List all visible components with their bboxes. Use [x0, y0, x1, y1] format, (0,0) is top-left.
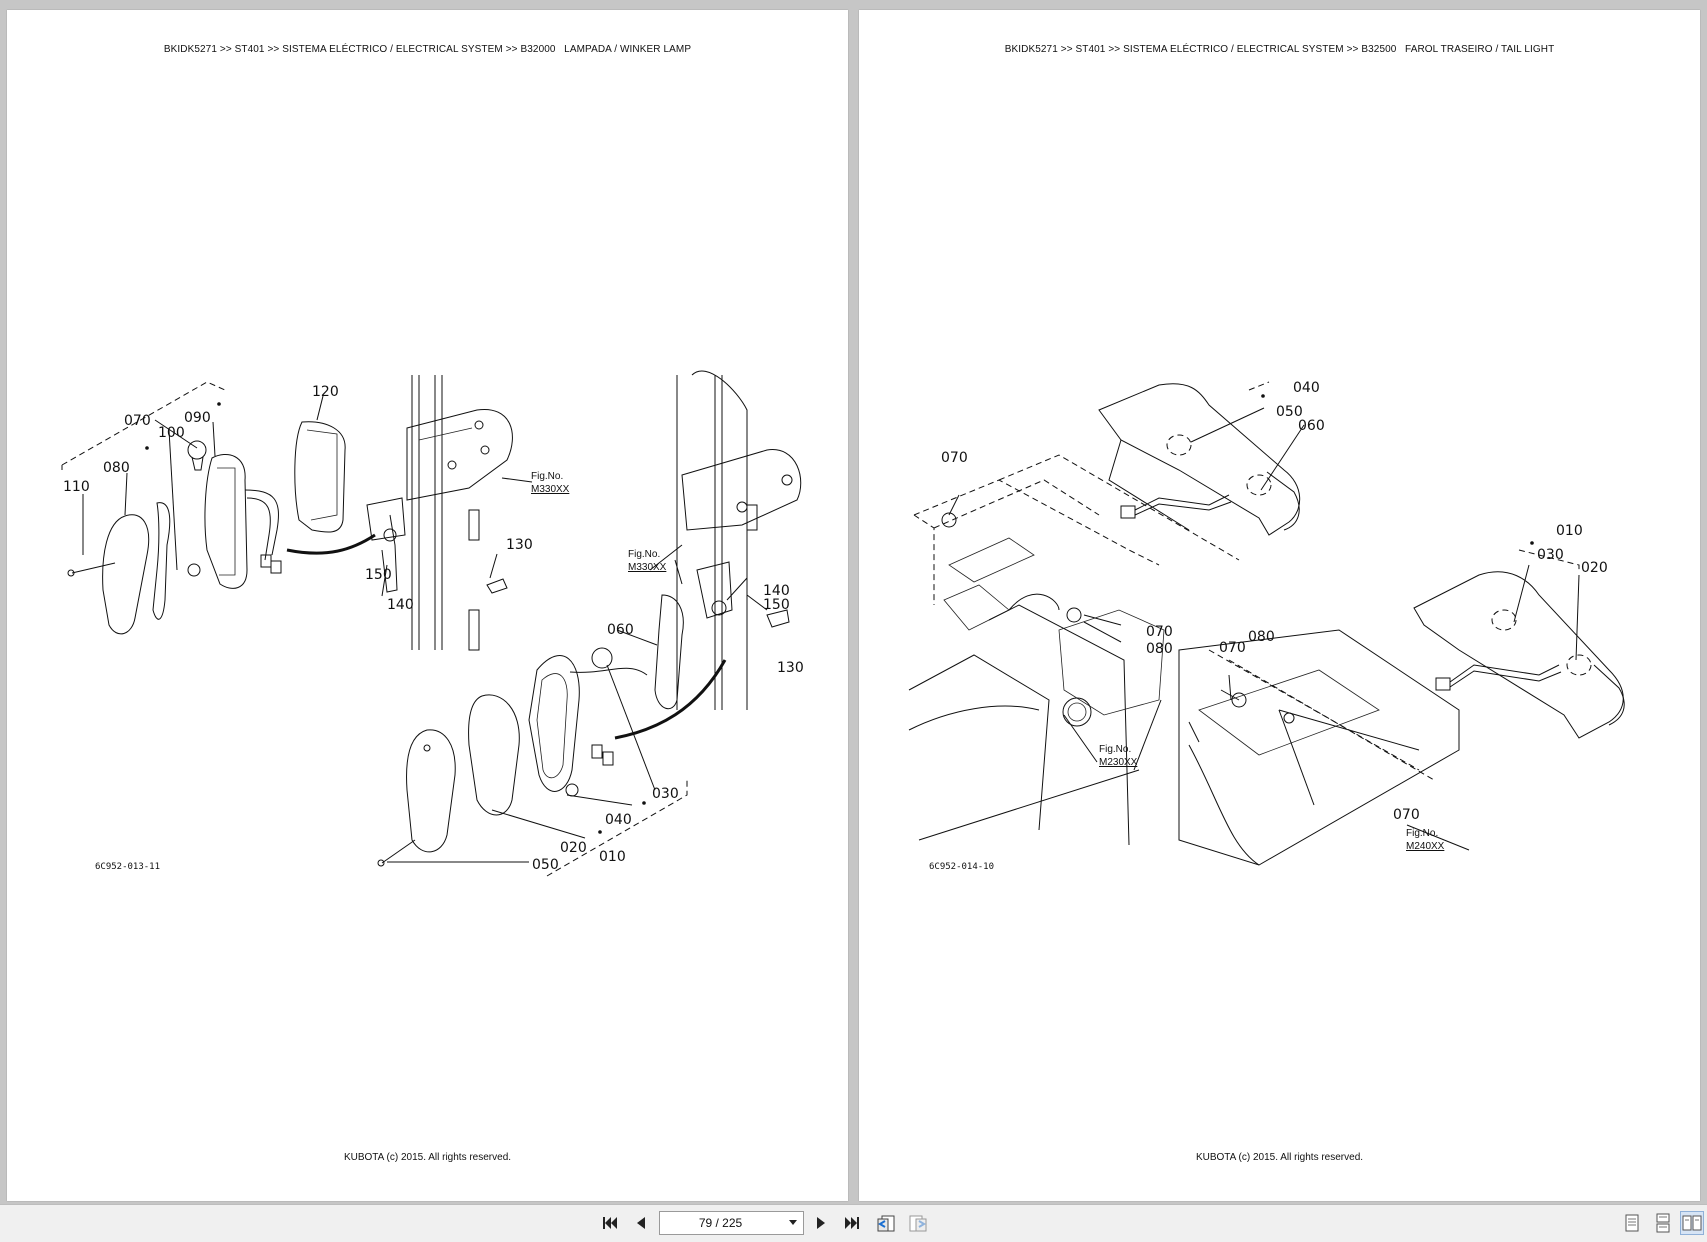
callout-080: 080	[103, 460, 130, 476]
left-lamp-assembly	[61, 381, 376, 635]
page-indicator: 79 / 225	[698, 1216, 743, 1230]
callout-050: 050	[532, 857, 559, 873]
callout-040: 040	[1293, 380, 1320, 396]
go-back-view-button[interactable]	[874, 1211, 898, 1235]
callout-020: 020	[1581, 560, 1608, 576]
callout-070: 070	[941, 450, 968, 466]
callout-140: 140	[387, 597, 414, 613]
two-page-view-button[interactable]	[1680, 1211, 1704, 1235]
chevron-down-icon	[789, 1220, 797, 1225]
callout-100: 100	[158, 425, 185, 441]
page-footer: KUBOTA (c) 2015. All rights reserved.	[343, 1152, 512, 1163]
callout-070: 070	[1146, 624, 1173, 640]
upper-tail-light	[1098, 381, 1305, 536]
two-page-view-icon	[1682, 1215, 1702, 1231]
callout-090: 090	[184, 410, 211, 426]
document-viewer[interactable]: BKIDK5271 >> ST401 >> SISTEMA ELÉCTRICO …	[0, 0, 1707, 1204]
callout-010: 010	[1556, 523, 1583, 539]
callout-110: 110	[63, 479, 90, 495]
figure-code: 6C952-014-10	[929, 862, 995, 872]
callout-150: 150	[763, 597, 790, 613]
callout-080: 080	[1248, 629, 1275, 645]
callout-070: 070	[1393, 807, 1420, 823]
page-tail-light: BKIDK5271 >> ST401 >> SISTEMA ELÉCTRICO …	[859, 10, 1700, 1201]
mounting-frame-left	[366, 375, 533, 651]
page-footer: KUBOTA (c) 2015. All rights reserved.	[1195, 1152, 1364, 1163]
fig-ref-code: M330XX	[628, 562, 667, 573]
callout-130: 130	[506, 537, 533, 553]
callout-020: 020	[560, 840, 587, 856]
callout-030: 030	[652, 786, 679, 802]
right-lamp-assembly	[377, 370, 802, 877]
first-page-button[interactable]	[598, 1211, 622, 1235]
fig-ref-label: Fig.No.	[531, 471, 563, 482]
callout-050: 050	[1276, 404, 1303, 420]
navigation-toolbar: 79 / 225	[0, 1204, 1707, 1242]
callout-010: 010	[599, 849, 626, 865]
cab-body	[908, 454, 1470, 866]
go-forward-view-button[interactable]	[906, 1211, 930, 1235]
continuous-view-button[interactable]	[1651, 1211, 1675, 1235]
lower-tail-light	[1413, 541, 1625, 739]
page-number-dropdown[interactable]: 79 / 225	[659, 1211, 804, 1235]
single-page-view-icon	[1625, 1214, 1639, 1232]
fig-ref-code: M230XX	[1099, 757, 1138, 768]
callout-120: 120	[312, 384, 339, 400]
last-page-button[interactable]	[840, 1211, 864, 1235]
fig-ref-label: Fig.No.	[1406, 828, 1438, 839]
callout-040: 040	[605, 812, 632, 828]
go-back-view-icon	[877, 1215, 895, 1232]
fig-ref-code: M330XX	[531, 484, 570, 495]
callout-060: 060	[1298, 418, 1325, 434]
callout-060: 060	[607, 622, 634, 638]
tail-light-diagram: Fig.No. M230XX Fig.No. M240XX 040 050 06…	[908, 380, 1625, 866]
callout-030: 030	[1537, 547, 1564, 563]
fig-ref-code: M240XX	[1406, 841, 1445, 852]
callout-070: 070	[1219, 640, 1246, 656]
next-page-icon	[817, 1217, 825, 1229]
previous-page-icon	[637, 1217, 645, 1229]
callout-070: 070	[124, 413, 151, 429]
figure-code: 6C952-013-11	[95, 862, 161, 872]
last-page-icon	[845, 1217, 859, 1229]
page-header: BKIDK5271 >> ST401 >> SISTEMA ELÉCTRICO …	[1004, 44, 1555, 55]
callout-140: 140	[763, 583, 790, 599]
fig-ref-label: Fig.No.	[1099, 744, 1131, 755]
continuous-view-icon	[1656, 1213, 1670, 1233]
winker-lamp-diagram: Fig.No. M330XX	[61, 370, 804, 877]
go-forward-view-icon	[909, 1215, 927, 1232]
previous-page-button[interactable]	[629, 1211, 653, 1235]
page-header: BKIDK5271 >> ST401 >> SISTEMA ELÉCTRICO …	[163, 44, 692, 55]
fig-ref-label: Fig.No.	[628, 549, 660, 560]
single-page-view-button[interactable]	[1620, 1211, 1644, 1235]
first-page-icon	[603, 1217, 617, 1229]
callout-150: 150	[365, 567, 392, 583]
callout-080: 080	[1146, 641, 1173, 657]
callout-130: 130	[777, 660, 804, 676]
next-page-button[interactable]	[809, 1211, 833, 1235]
page-winker-lamp: BKIDK5271 >> ST401 >> SISTEMA ELÉCTRICO …	[7, 10, 848, 1201]
